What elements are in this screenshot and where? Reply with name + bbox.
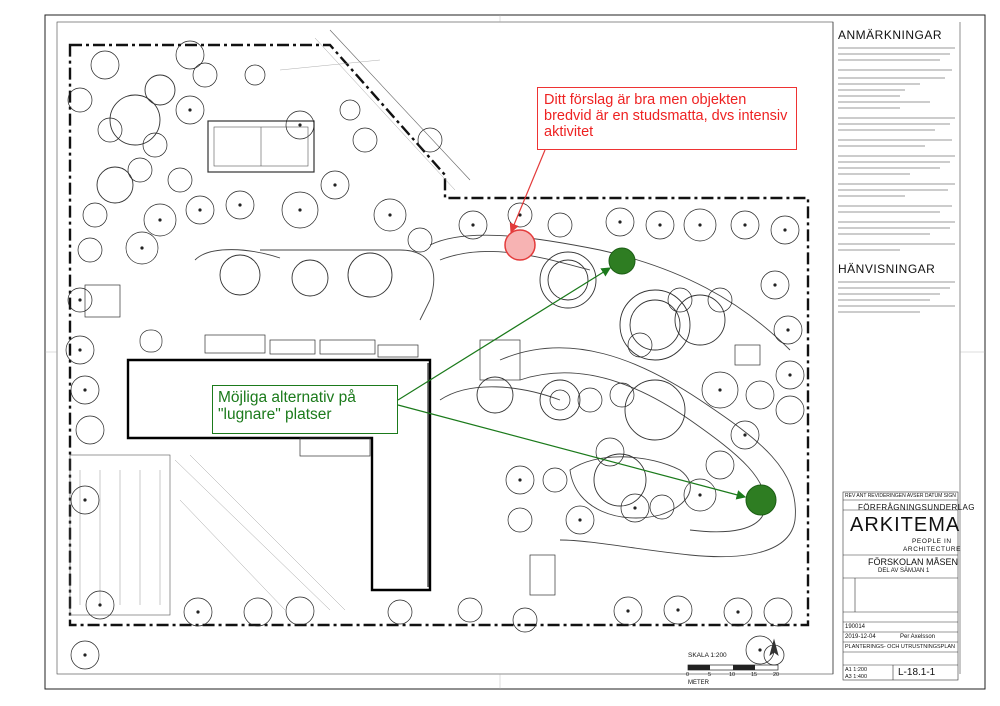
scale-tick: 20: [773, 672, 780, 678]
references-heading: HÄNVISNINGAR: [838, 262, 936, 276]
alternative-location-marker: [745, 484, 777, 516]
alternatives-callout: Möjliga alternativ på "lugnare" platser: [212, 385, 398, 434]
scale-bar-graphic: [687, 664, 779, 671]
drawing-date: 2019-12-04: [845, 634, 876, 640]
green-arrow: [397, 267, 612, 401]
scale-label: SKALA 1:200: [688, 652, 727, 659]
scale-tick: 10: [729, 672, 736, 678]
company-logo: ARKITEMA: [850, 514, 961, 536]
tagline-line2: ARCHITECTURE: [903, 546, 962, 553]
scale-tick: 0: [686, 672, 690, 678]
subproject-name: DEL AV SÄMJAN 1: [878, 568, 930, 574]
revision-header: REV ANT REVIDERINGEN AVSER DATUM SIGN: [845, 493, 956, 499]
document-type: FÖRFRÅGNINGSUNDERLAG: [858, 503, 975, 512]
suggestion-callout: Ditt förslag är bra men objekten bredvid…: [537, 87, 797, 150]
green-arrow: [397, 404, 747, 500]
project-number: 190014: [845, 624, 866, 630]
drawing-author: Per Axelsson: [900, 634, 936, 640]
red-arrow: [509, 149, 546, 234]
proposed-location-marker: [504, 229, 536, 261]
scale-tick: 15: [751, 672, 758, 678]
drawing-number: L-18.1-1: [898, 667, 936, 678]
tagline-line1: PEOPLE IN: [912, 538, 952, 545]
scale-unit: METER: [688, 680, 709, 686]
alternative-location-marker: [608, 247, 636, 275]
project-name: FÖRSKOLAN MÅSEN: [868, 557, 959, 567]
scale-a1: A1 1:200: [845, 667, 868, 673]
drawing-title: PLANTERINGS- OCH UTRUSTNINGSPLAN: [845, 644, 956, 650]
north-arrow-icon: [763, 638, 785, 666]
scale-a3: A3 1:400: [845, 674, 868, 680]
notes-heading: ANMÄRKNINGAR: [838, 28, 943, 42]
scale-tick: 5: [708, 672, 712, 678]
